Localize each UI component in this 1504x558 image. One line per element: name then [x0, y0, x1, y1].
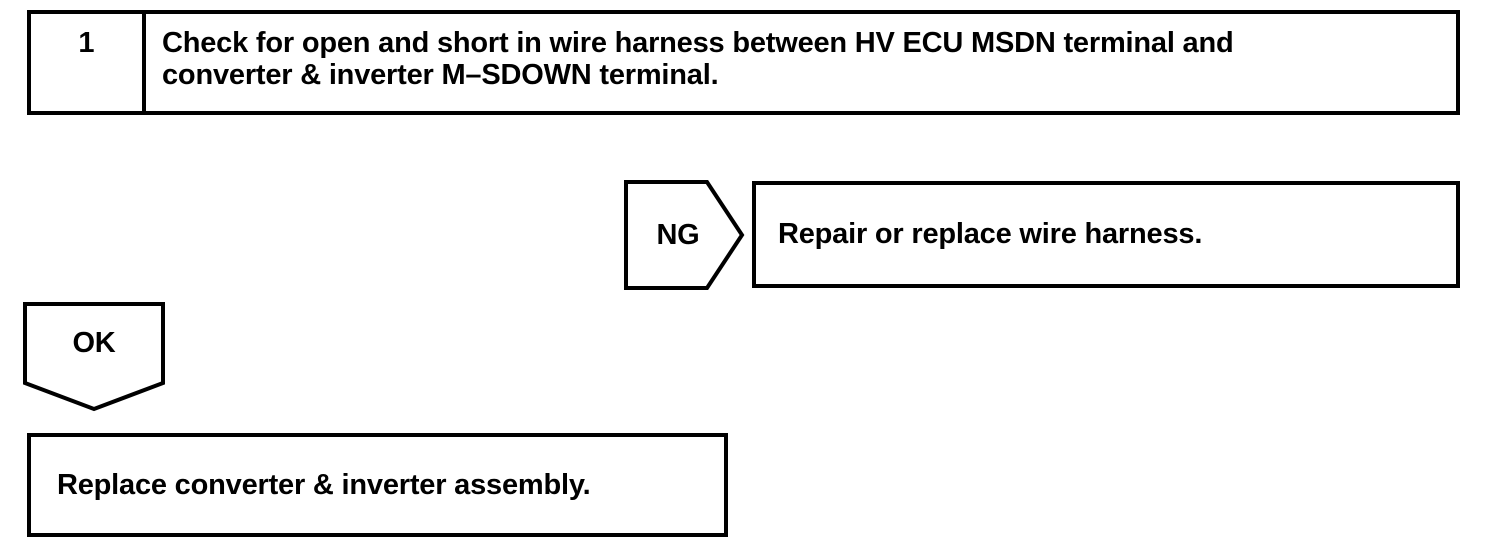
step-instruction-line-1: Check for open and short in wire harness…	[162, 27, 1234, 59]
ok-action-box: Replace converter & inverter assembly.	[27, 433, 728, 537]
ng-connector-shape	[624, 180, 745, 290]
ok-connector-shape	[23, 302, 165, 412]
ng-pentagon-icon	[624, 180, 745, 290]
step-instruction: Check for open and short in wire harness…	[146, 14, 1456, 111]
ng-action-box: Repair or replace wire harness.	[752, 181, 1460, 288]
ng-action-text: Repair or replace wire harness.	[778, 218, 1203, 250]
ok-action-text: Replace converter & inverter assembly.	[57, 468, 591, 501]
step-instruction-line-2: converter & inverter M–SDOWN terminal.	[162, 59, 719, 91]
step-box: 1 Check for open and short in wire harne…	[27, 10, 1460, 115]
ng-connector-label: NG	[656, 218, 700, 251]
ok-pentagon-icon	[23, 302, 165, 412]
ok-connector-label: OK	[72, 327, 116, 359]
step-number: 1	[31, 14, 146, 111]
